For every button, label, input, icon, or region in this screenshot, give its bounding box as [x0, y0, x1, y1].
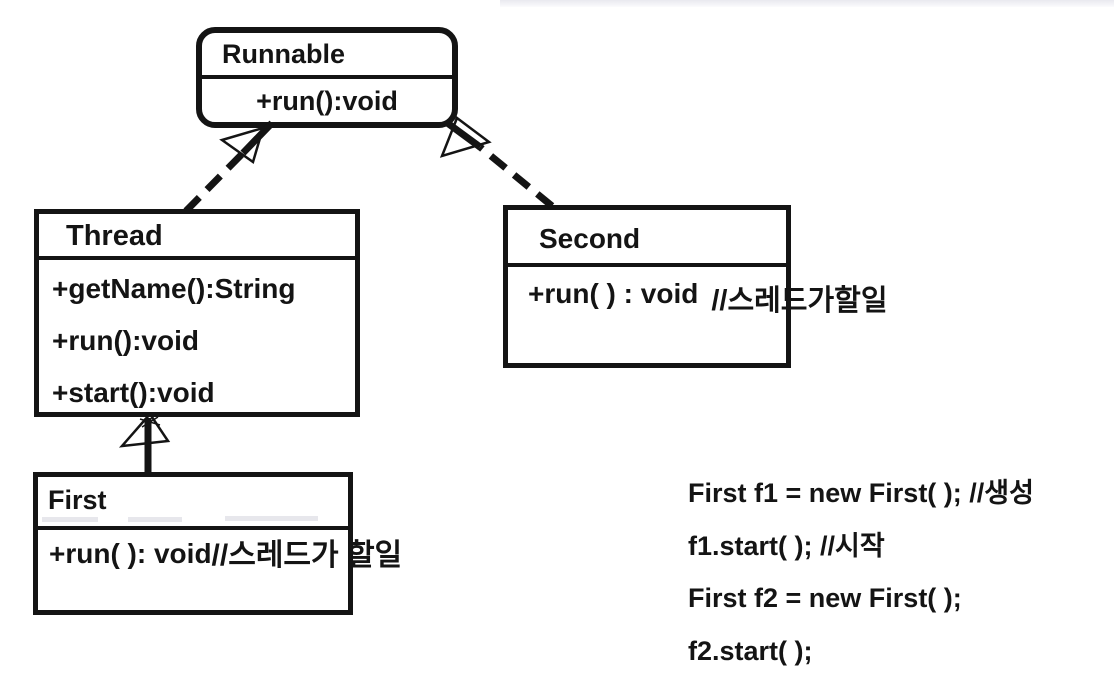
realization-arrow-thread-to-runnable [183, 120, 275, 214]
eraser-smudge [225, 516, 318, 521]
method-run-runnable: +run():void [256, 86, 398, 116]
method-run-thread: +run():void [52, 325, 199, 356]
class-title-first: First [38, 477, 348, 530]
generalization-arrow-first-to-thread [118, 411, 171, 473]
method-run-first: +run( ): void//스레드가 할일 [38, 534, 402, 574]
code-sample: First f1 = new First( ); //생성 f1.start( … [688, 467, 1034, 677]
eraser-smudge [128, 517, 182, 522]
code-line-2: f1.start( ); //시작 [688, 530, 885, 561]
method-start-thread: +start():void [52, 377, 215, 408]
method-compartment: +run():void [202, 79, 452, 124]
method-compartment: +run( ): void//스레드가 할일 [38, 534, 402, 574]
code-line-4: f2.start( ); [688, 635, 813, 666]
method-run-second: +run( ) : void //스레드가할일 [508, 274, 888, 317]
method-compartment: +getName():String +run():void +start():v… [39, 260, 355, 419]
class-title-second: Second [508, 210, 786, 267]
code-line-1: First f1 = new First( ); //생성 [688, 478, 1034, 508]
method-getname: +getName():String [52, 273, 296, 304]
class-title-runnable: Runnable [202, 33, 452, 79]
hollow-triangle-icon [219, 126, 265, 165]
method-signature: +run( ) : void [528, 278, 699, 309]
code-line-3: First f2 = new First( ); [688, 583, 962, 613]
realization-arrow-second-to-runnable [439, 116, 555, 209]
class-box-runnable: Runnable +run():void [196, 27, 458, 128]
korean-comment-first: //스레드가 할일 [211, 539, 403, 572]
method-signature: +run( ): void [49, 538, 212, 569]
class-box-first: First +run( ): void//스레드가 할일 [33, 472, 402, 615]
korean-comment-second: //스레드가할일 [711, 285, 888, 317]
eraser-smudge [42, 517, 98, 522]
method-compartment: +run( ) : void //스레드가할일 [508, 274, 888, 317]
class-title-thread: Thread [39, 214, 355, 260]
class-box-second: Second +run( ) : void //스레드가할일 [503, 205, 888, 368]
top-edge-artifact [500, 0, 1114, 7]
class-box-thread: Thread +getName():String +run():void +st… [34, 209, 360, 417]
